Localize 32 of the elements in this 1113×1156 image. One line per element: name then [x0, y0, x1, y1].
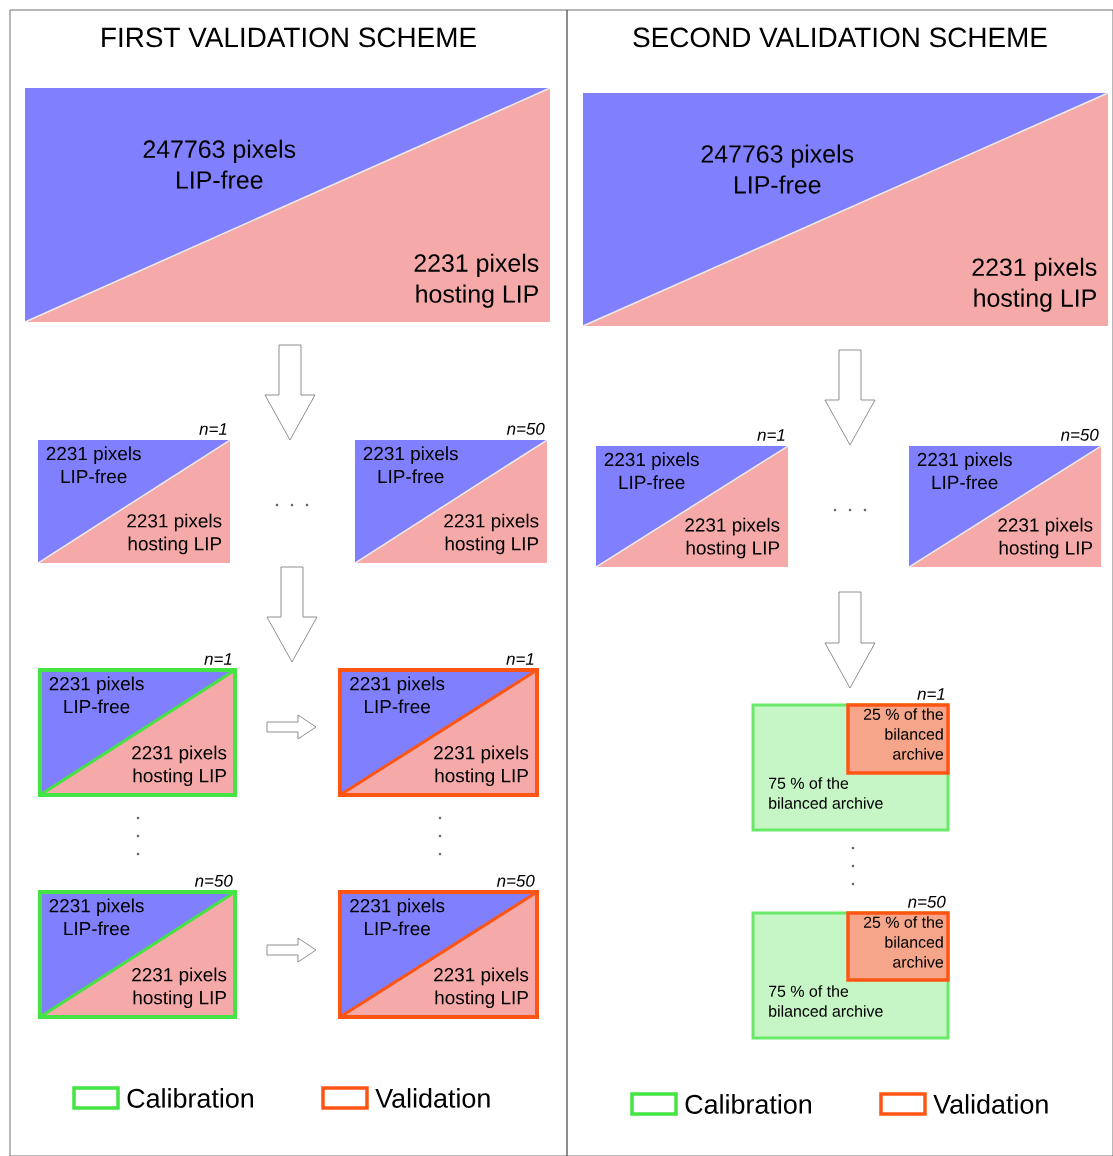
validation-box: 25 % of the bilanced archive — [846, 703, 950, 775]
legend-label: Validation — [375, 1088, 490, 1108]
hollow-arrow — [266, 714, 317, 740]
validation-box: 25 % of the bilanced archive — [846, 911, 950, 982]
sample-label: n=1 — [506, 653, 534, 665]
split-box: 247763 pixels LIP-free 2231 pixels hosting LIP — [582, 92, 1109, 327]
legend-label: Calibration — [127, 1088, 253, 1108]
sample-label: n=1 — [757, 429, 785, 441]
hollow-arrow — [266, 937, 317, 963]
split-box: 2231 pixels LIP-free 2231 pixels hosting LIP — [38, 668, 237, 797]
split-box: 2231 pixels LIP-free 2231 pixels hosting LIP — [908, 445, 1102, 568]
split-box: 2231 pixels LIP-free 2231 pixels hosting LIP — [354, 439, 548, 564]
sample-label: n=1 — [204, 653, 232, 665]
split-box: 247763 pixels LIP-free 2231 pixels hosting LIP — [24, 87, 551, 323]
hollow-arrow — [266, 566, 318, 663]
hollow-arrow — [264, 344, 316, 441]
sample-label: n=1 — [917, 688, 945, 700]
sample-label: n=50 — [496, 874, 535, 887]
sample-label: n=1 — [199, 423, 227, 435]
split-box: 2231 pixels LIP-free 2231 pixels hosting LIP — [338, 668, 539, 797]
sample-label: n=50 — [506, 422, 545, 435]
sample-label: n=50 — [907, 895, 946, 908]
hollow-arrow — [824, 349, 876, 446]
hollow-arrow — [824, 591, 876, 689]
split-box: 2231 pixels LIP-free 2231 pixels hosting LIP — [38, 890, 237, 1019]
legend-label: Validation — [933, 1094, 1048, 1114]
split-box: 2231 pixels LIP-free 2231 pixels hosting LIP — [338, 890, 539, 1019]
split-box: 2231 pixels LIP-free 2231 pixels hosting LIP — [595, 445, 789, 568]
sample-label: n=50 — [194, 874, 233, 887]
legend-label: Calibration — [685, 1094, 811, 1114]
sample-label: n=50 — [1060, 428, 1099, 441]
split-box: 2231 pixels LIP-free 2231 pixels hosting LIP — [37, 439, 231, 564]
